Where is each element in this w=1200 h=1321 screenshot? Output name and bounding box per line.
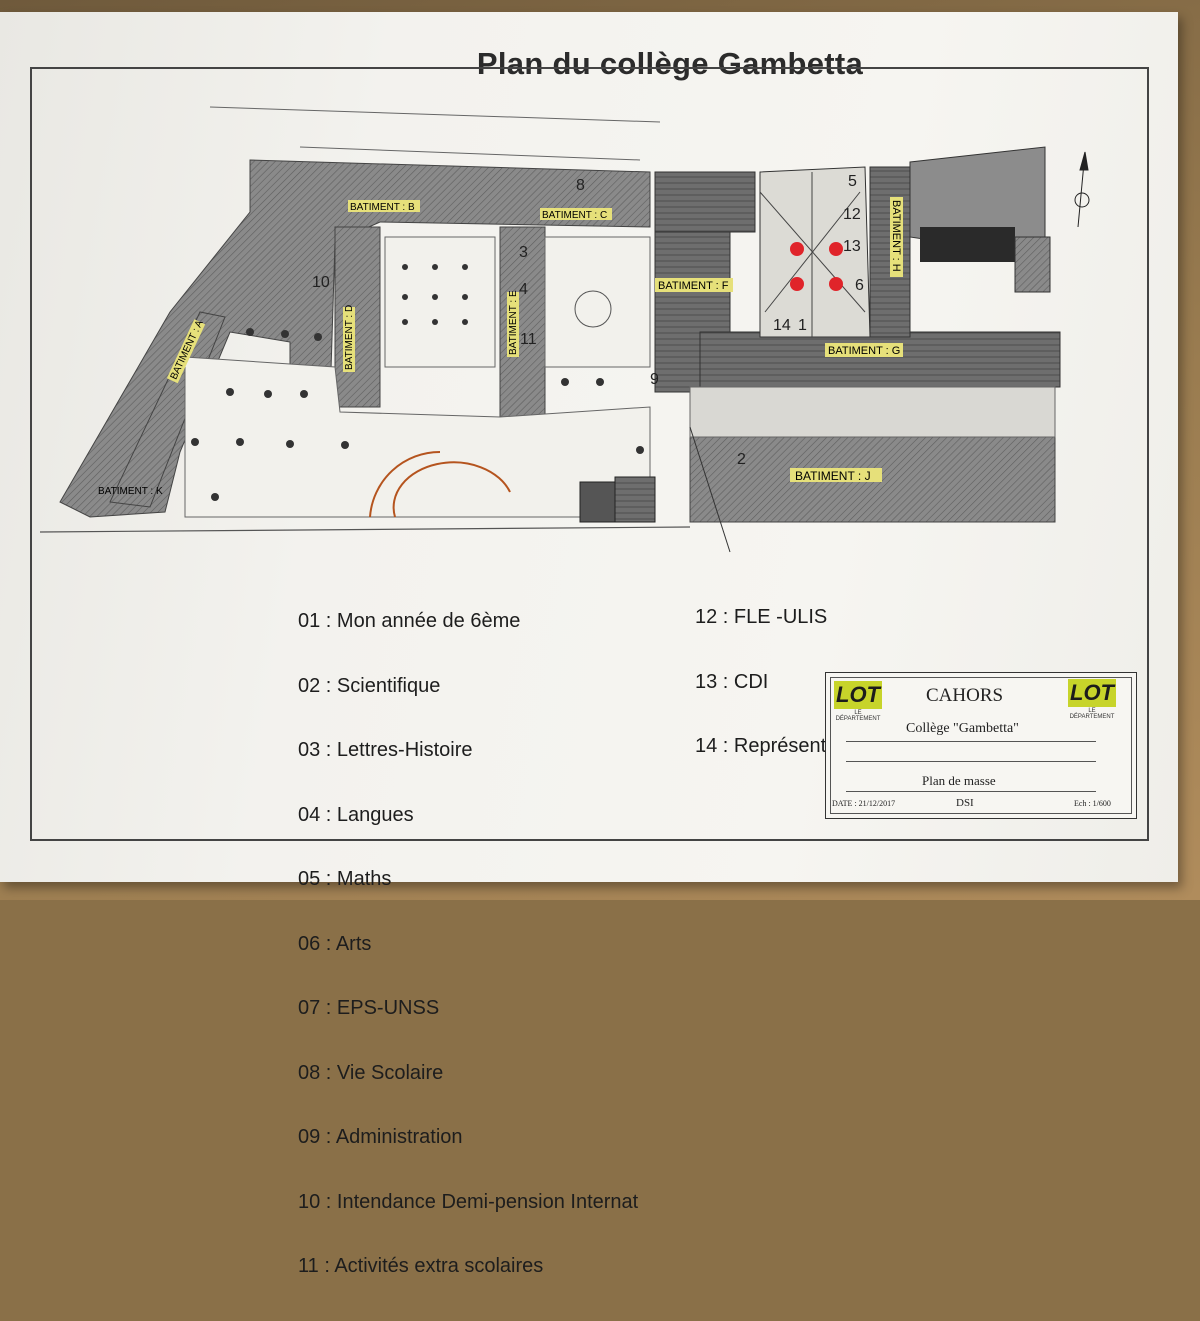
plan-date: DATE : 21/12/2017	[832, 799, 896, 808]
map-number-11: 11	[520, 331, 537, 348]
label-batiment-f: BATIMENT : F	[658, 280, 729, 292]
site-plan-map: BATIMENT : B BATIMENT : C BATIMENT : F B…	[39, 106, 1090, 553]
trees	[191, 264, 644, 501]
paper-sheet: Plan du collège Gambetta	[0, 12, 1178, 1277]
legend-left: 01 : Mon année de 6ème 02 : Scientifique…	[298, 568, 638, 1321]
cdi-courtyard	[759, 166, 871, 338]
courtyard-1	[384, 236, 496, 368]
legend-item: 09 : Administration	[298, 1126, 463, 1148]
map-number-6: 6	[855, 277, 864, 294]
college-name: Collège "Gambetta"	[906, 721, 1019, 736]
red-markers	[790, 242, 843, 291]
legend-item: 08 : Vie Scolaire	[298, 1061, 444, 1084]
building-d	[334, 226, 381, 408]
stair-arc	[369, 450, 441, 518]
legend-item: 13 : CDI	[695, 670, 769, 693]
legend-item: 01 : Mon année de 6ème	[298, 610, 521, 632]
map-number-5: 5	[848, 173, 857, 190]
main-yard	[184, 356, 651, 518]
label-batiment-h: BATIMENT : H	[890, 200, 902, 272]
building-g	[699, 331, 1061, 388]
north-arrow-icon	[1074, 151, 1090, 228]
legend-item: 02 : Scientifique	[298, 674, 441, 697]
label-batiment-g: BATIMENT : G	[828, 345, 900, 357]
legend-item: 10 : Intendance Demi-pension Internat	[298, 1190, 639, 1213]
map-number-9: 9	[650, 371, 659, 388]
label-batiment-c: BATIMENT : C	[542, 210, 607, 221]
plan-scale: Ech : 1/600	[1074, 799, 1111, 808]
plan-author: DSI	[956, 797, 974, 809]
legend-item: 04 : Langues	[298, 803, 414, 826]
legend-item: 03 : Lettres-Histoire	[298, 739, 473, 761]
legend-item: 11 : Activités extra scolaires	[298, 1255, 544, 1277]
map-number-8: 8	[576, 177, 585, 194]
page-title: Plan du collège Gambetta	[476, 46, 864, 81]
label-batiment-e: BATIMENT : E	[508, 290, 519, 355]
map-number-3: 3	[519, 244, 528, 261]
legend-item: 07 : EPS-UNSS	[298, 997, 440, 1019]
drawing-frame	[30, 67, 1149, 841]
map-number-12: 12	[843, 206, 861, 223]
city-name: CAHORS	[926, 685, 1004, 706]
label-batiment-j: BATIMENT : J	[795, 469, 871, 483]
building-f-north	[654, 171, 756, 233]
map-number-14: 14	[773, 317, 791, 334]
courtyard-2	[544, 236, 651, 368]
map-number-4: 4	[519, 281, 528, 298]
map-number-13: 13	[843, 238, 861, 255]
map-number-10: 10	[312, 274, 330, 291]
map-number-1: 1	[798, 317, 807, 334]
label-batiment-k: BATIMENT : K	[98, 486, 163, 497]
plan-type: Plan de masse	[922, 773, 996, 788]
legend-item: 06 : Arts	[298, 932, 372, 955]
lot-logo-right: LOT LE DÉPARTEMENT	[1068, 679, 1116, 720]
legend-item: 05 : Maths	[298, 868, 392, 890]
label-batiment-b: BATIMENT : B	[350, 202, 415, 213]
title-block: LOT LE DÉPARTEMENT LOT LE DÉPARTEMENT CA…	[825, 672, 1137, 819]
label-batiment-d: BATIMENT : D	[344, 305, 355, 370]
dark-block	[920, 227, 1015, 262]
lot-logo-left: LOT LE DÉPARTEMENT	[834, 681, 882, 722]
legend-item: 12 : FLE -ULIS	[695, 606, 828, 628]
map-number-2: 2	[737, 451, 746, 468]
